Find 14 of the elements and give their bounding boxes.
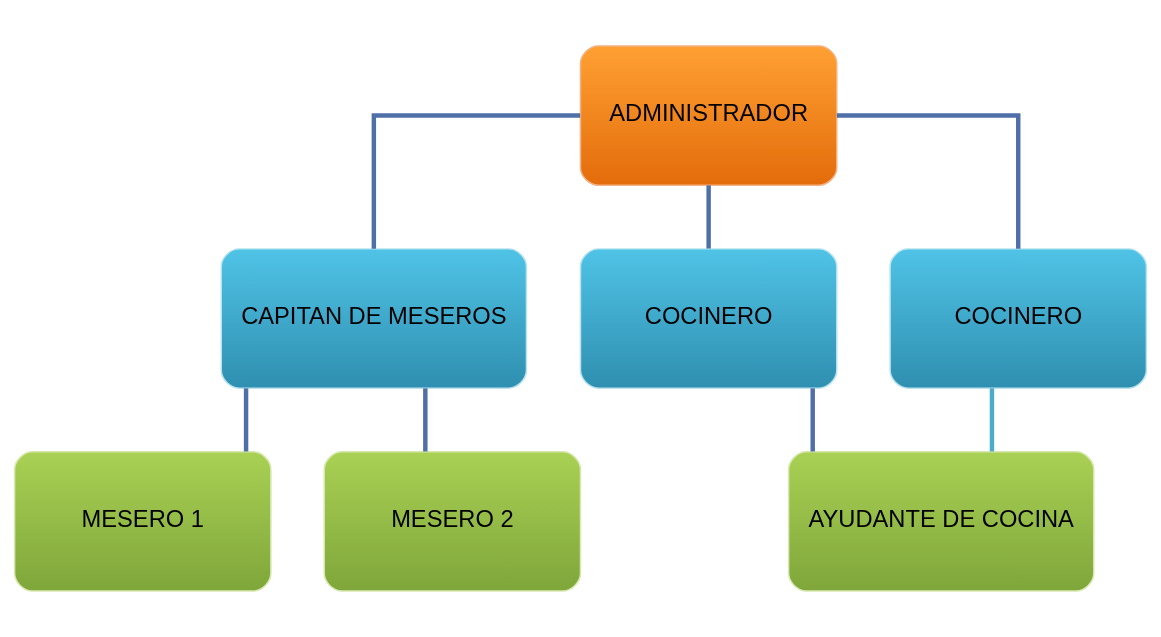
node-box: COCINERO <box>579 248 838 389</box>
node-box: MESERO 1 <box>13 451 272 592</box>
connector <box>989 388 995 452</box>
node-box: CAPITAN DE MESEROS <box>220 248 528 389</box>
connector <box>706 185 711 249</box>
connector <box>423 388 428 452</box>
node-box: MESERO 2 <box>323 451 582 592</box>
connector <box>836 113 1021 249</box>
node-box: AYUDANTE DE COCINA <box>787 451 1095 592</box>
node-box: COCINERO <box>889 248 1148 389</box>
node-box: ADMINISTRADOR <box>579 45 838 186</box>
connector <box>371 113 581 249</box>
connector <box>243 388 249 452</box>
connector <box>810 388 815 452</box>
